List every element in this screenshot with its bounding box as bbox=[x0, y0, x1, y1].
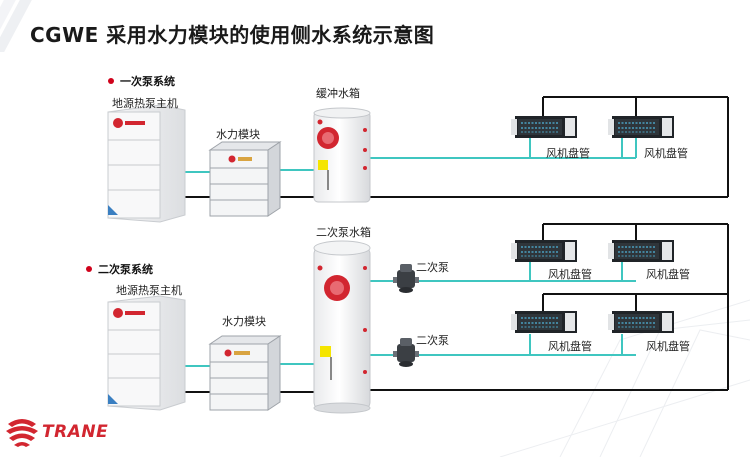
buffer-tank-label: 缓冲水箱 bbox=[316, 87, 360, 100]
buffer-tank bbox=[313, 107, 371, 203]
trane-logo: TRANE bbox=[2, 412, 112, 452]
page-title: CGWE 采用水力模块的使用侧水系统示意图 bbox=[30, 23, 435, 47]
primary-fan-coil-1 bbox=[510, 115, 578, 139]
primary-hydro-module-label: 水力模块 bbox=[216, 128, 260, 141]
secondary-pump-tank bbox=[313, 240, 371, 414]
secondary-return-pipes bbox=[185, 223, 729, 393]
primary-fan-coil-1-label: 风机盘管 bbox=[546, 147, 590, 160]
brand-name: TRANE bbox=[42, 422, 109, 442]
secondary-fan-coil-4-label: 风机盘管 bbox=[646, 340, 690, 353]
secondary-fan-coil-1 bbox=[510, 239, 578, 263]
title-bar: CGWE 采用水力模块的使用侧水系统示意图 bbox=[0, 0, 750, 60]
secondary-fan-coil-3 bbox=[510, 310, 578, 334]
secondary-fan-coil-2 bbox=[607, 239, 675, 263]
primary-section-heading: 一次泵系统 bbox=[108, 73, 175, 89]
primary-heat-pump bbox=[107, 104, 186, 223]
secondary-tank-label: 二次泵水箱 bbox=[316, 226, 371, 239]
secondary-pump-1-label: 二次泵 bbox=[416, 261, 449, 274]
primary-hydro-module bbox=[208, 141, 282, 217]
secondary-hydro-module bbox=[208, 335, 282, 411]
primary-heat-pump-label: 地源热泵主机 bbox=[112, 97, 178, 110]
secondary-fan-coil-1-label: 风机盘管 bbox=[548, 268, 592, 281]
secondary-section-heading: 二次泵系统 bbox=[86, 261, 153, 277]
secondary-hydro-module-label: 水力模块 bbox=[222, 315, 266, 328]
secondary-pump-2-label: 二次泵 bbox=[416, 334, 449, 347]
primary-section-label: 一次泵系统 bbox=[120, 75, 175, 88]
secondary-heat-pump bbox=[107, 295, 186, 411]
secondary-fan-coil-3-label: 风机盘管 bbox=[548, 340, 592, 353]
trane-logo-icon bbox=[6, 419, 38, 447]
bullet-icon bbox=[108, 78, 114, 84]
secondary-supply-pipes bbox=[185, 262, 636, 367]
primary-fan-coil-2 bbox=[607, 115, 675, 139]
primary-supply-pipes bbox=[185, 138, 637, 173]
primary-fan-coil-2-label: 风机盘管 bbox=[644, 147, 688, 160]
secondary-fan-coil-4 bbox=[607, 310, 675, 334]
secondary-section-label: 二次泵系统 bbox=[98, 263, 153, 276]
secondary-heat-pump-label: 地源热泵主机 bbox=[116, 284, 182, 297]
bullet-icon bbox=[86, 266, 92, 272]
secondary-fan-coil-2-label: 风机盘管 bbox=[646, 268, 690, 281]
